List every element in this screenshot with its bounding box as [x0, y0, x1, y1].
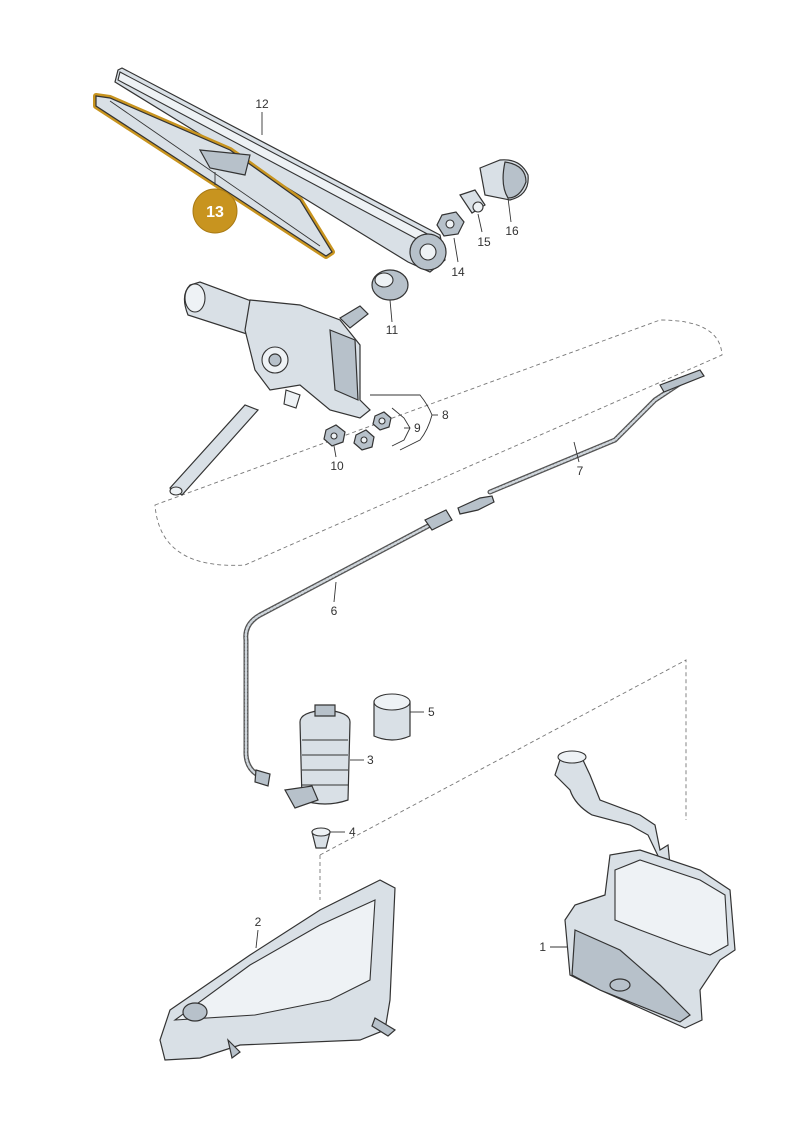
label-9: 9 [414, 421, 421, 435]
pump-grommet[interactable] [373, 693, 411, 741]
label-1: 1 [539, 940, 546, 954]
label-8: 8 [442, 408, 449, 422]
hex-nut-9b[interactable] [353, 429, 375, 451]
assembly-outline-upper [154, 319, 723, 566]
bushing[interactable] [371, 269, 409, 301]
wiper-motor[interactable] [183, 281, 371, 419]
hex-nut-10[interactable] [323, 424, 346, 447]
pump-seal[interactable] [311, 827, 331, 849]
washer-hose-6[interactable] [243, 509, 453, 787]
label-6: 6 [331, 604, 338, 618]
label-4: 4 [349, 825, 356, 839]
arm-cap[interactable] [479, 159, 529, 201]
hex-nut-arm[interactable] [436, 211, 465, 237]
label-12: 12 [255, 97, 269, 111]
label-15: 15 [477, 235, 491, 249]
wiper-arm[interactable] [114, 67, 447, 273]
callout-13[interactable]: 13 [192, 188, 238, 234]
hex-nut-9a[interactable] [372, 411, 392, 431]
support-rod[interactable] [169, 404, 260, 496]
label-5: 5 [428, 705, 435, 719]
washer-pump[interactable] [284, 704, 351, 809]
clip[interactable] [459, 189, 486, 214]
washer-hose-7[interactable] [457, 369, 705, 515]
label-3: 3 [367, 753, 374, 767]
assembly-outline-lower [319, 659, 687, 900]
label-16: 16 [505, 224, 519, 238]
label-11: 11 [386, 323, 399, 337]
label-2: 2 [255, 915, 262, 929]
label-7: 7 [577, 464, 584, 478]
callout-13-label: 13 [206, 204, 224, 221]
label-14: 14 [451, 265, 465, 279]
label-10: 10 [330, 459, 344, 473]
leader-lines [214, 112, 580, 949]
washer-reservoir[interactable] [554, 750, 736, 1029]
reservoir-bracket[interactable] [159, 879, 397, 1061]
wiper-blade[interactable] [93, 93, 335, 259]
